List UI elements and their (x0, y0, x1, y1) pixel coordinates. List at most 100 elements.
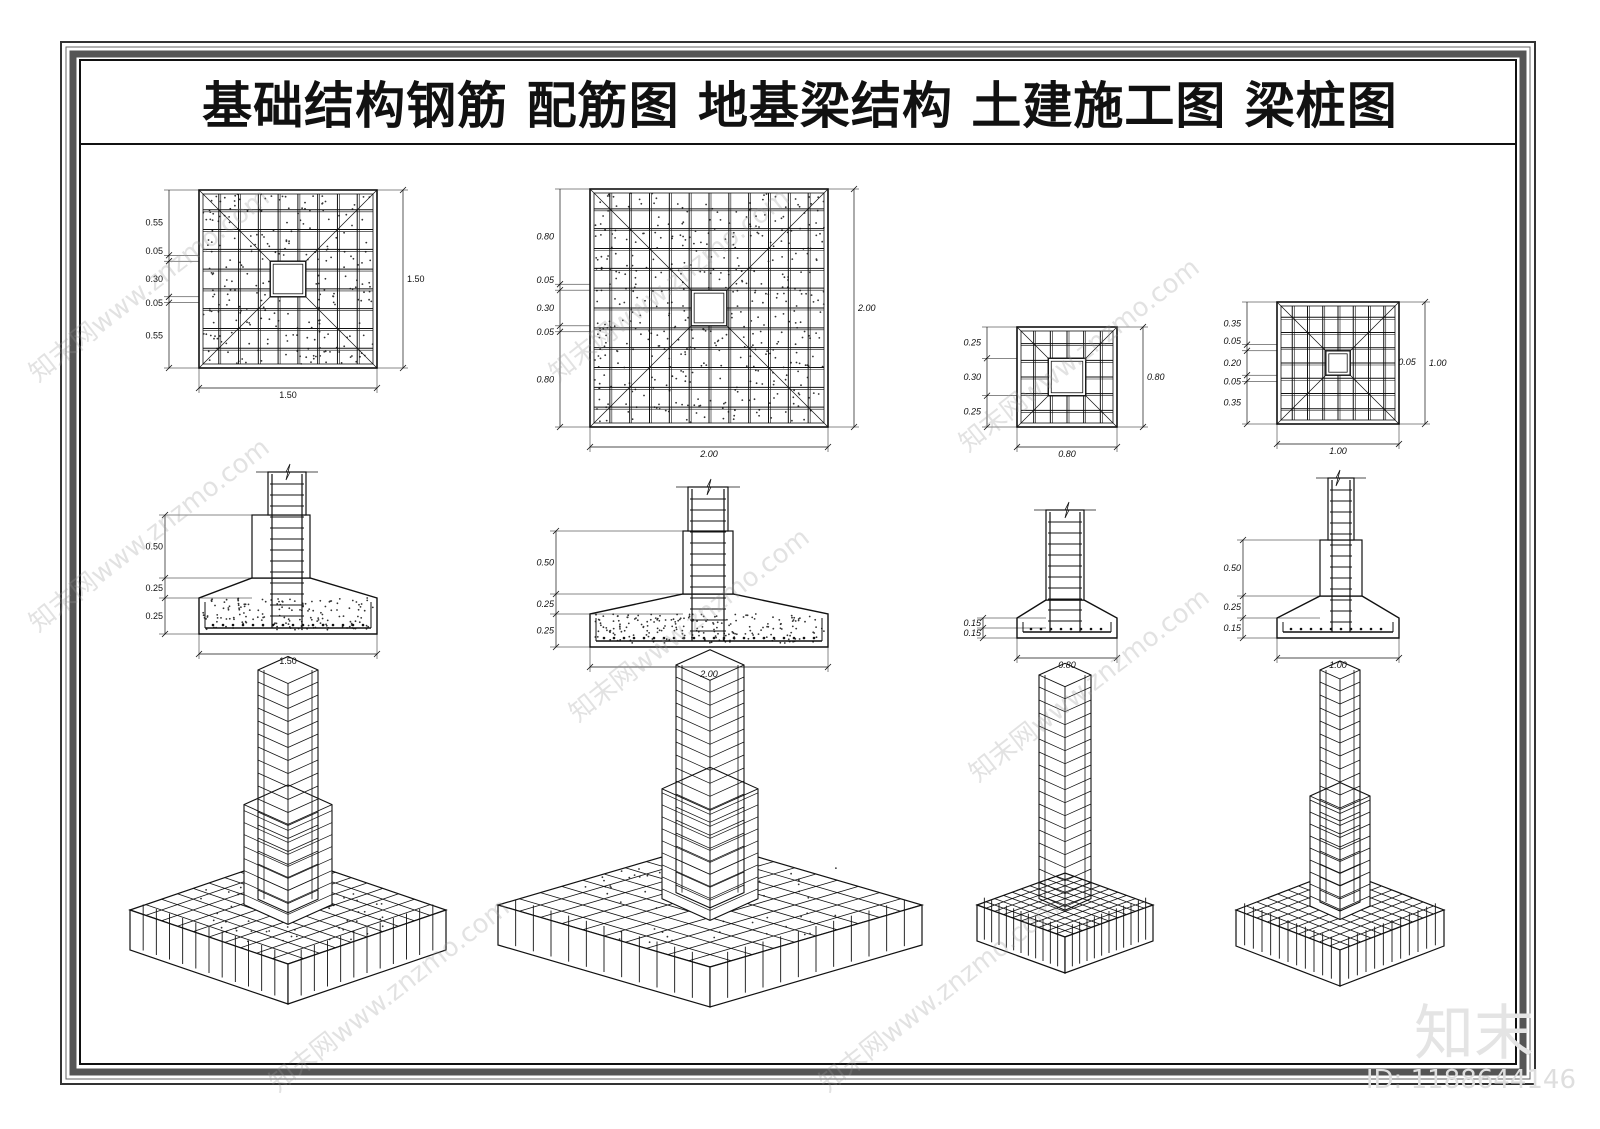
concrete-dot (603, 374, 606, 376)
concrete-dot (772, 245, 775, 248)
concrete-dot (225, 342, 228, 345)
concrete-dot (262, 282, 265, 285)
concrete-dot (677, 619, 680, 622)
concrete-dot (699, 270, 702, 273)
concrete-dot (646, 620, 649, 623)
dim-tick (556, 423, 564, 431)
concrete-dot (660, 271, 663, 274)
concrete-dot (321, 202, 324, 205)
concrete-dot (751, 921, 754, 924)
concrete-dot (599, 622, 602, 625)
concrete-dot (654, 378, 656, 381)
concrete-dot (724, 634, 727, 637)
column-section (1047, 357, 1087, 397)
concrete-dot (773, 380, 775, 382)
concrete-dot (686, 348, 688, 350)
concrete-dot (626, 616, 629, 619)
concrete-dot (656, 618, 659, 621)
concrete-dot (614, 298, 616, 300)
concrete-dot (342, 615, 345, 617)
concrete-dot (704, 330, 707, 332)
concrete-dot (309, 616, 312, 619)
rebar-dot (602, 636, 606, 640)
column-stirrup (1038, 855, 1066, 869)
concrete-dot (236, 362, 238, 365)
pedestal-stirrup (709, 840, 759, 863)
column-stirrup (1339, 746, 1361, 757)
plan-concrete-hatch (594, 192, 825, 424)
pedestal-stirrup (661, 792, 711, 815)
concrete-dot (782, 313, 785, 315)
concrete-dot (264, 197, 267, 200)
concrete-dot (787, 638, 790, 641)
concrete-dot (287, 623, 290, 625)
column-stirrup (257, 876, 289, 891)
concrete-dot (766, 625, 768, 628)
concrete-dot (229, 259, 232, 261)
concrete-dot (791, 258, 794, 260)
concrete-dot (247, 920, 250, 922)
pedestal-stirrup (1309, 835, 1341, 850)
dim-label: 0.25 (963, 406, 982, 416)
concrete-dot (692, 337, 694, 340)
concrete-dot (723, 257, 725, 259)
concrete-dot (683, 310, 686, 312)
concrete-dot (631, 254, 634, 257)
rebar-dot (251, 623, 255, 627)
concrete-dot (618, 303, 621, 306)
column-stirrup (709, 702, 745, 719)
concrete-dot (604, 228, 606, 231)
rebar-dot (642, 636, 646, 640)
concrete-dot (784, 378, 787, 381)
concrete-dot (742, 616, 745, 618)
concrete-dot (682, 235, 684, 238)
rebar-dot (1349, 627, 1353, 631)
concrete-dot (752, 634, 754, 636)
concrete-dot (683, 617, 685, 620)
concrete-dot (812, 392, 815, 394)
concrete-dot (283, 616, 286, 619)
concrete-dot (736, 390, 739, 393)
concrete-dot (263, 236, 265, 238)
concrete-dot (247, 603, 250, 606)
concrete-dot (288, 607, 291, 610)
outer-frame-inner (65, 46, 1531, 1080)
dim-tick (165, 364, 173, 372)
dim-label: 0.25 (145, 611, 163, 621)
column-stirrup (675, 702, 711, 719)
concrete-dot (249, 235, 252, 237)
concrete-dot (594, 235, 597, 238)
concrete-dot (779, 627, 782, 630)
concrete-dot (609, 885, 612, 887)
concrete-dot (714, 635, 717, 637)
concrete-dot (751, 632, 754, 635)
sheet-title: 基础结构钢筋 配筋图 地基梁结构 土建施工图 梁桩图 (202, 77, 1398, 135)
concrete-dot (762, 626, 764, 629)
concrete-dot (780, 217, 783, 220)
concrete-dot (696, 620, 698, 622)
concrete-dot (234, 204, 236, 207)
pedestal-stirrup (1339, 871, 1371, 886)
concrete-dot (681, 632, 684, 635)
concrete-dot (225, 618, 228, 620)
concrete-dot (776, 342, 778, 345)
concrete-dot (671, 625, 674, 628)
concrete-dot (332, 295, 335, 298)
concrete-dot (319, 622, 322, 624)
concrete-dot (284, 195, 287, 198)
concrete-dot (681, 222, 684, 225)
concrete-dot (202, 211, 205, 214)
dim-tick (552, 643, 560, 651)
concrete-dot (597, 333, 599, 336)
concrete-dot (681, 244, 684, 247)
rebar-dot (732, 636, 736, 640)
concrete-dot (705, 620, 707, 623)
concrete-dot (774, 195, 777, 198)
column-stirrup (1064, 829, 1092, 843)
dim-tick (586, 443, 594, 451)
concrete-dot (797, 370, 799, 373)
dim-tick (552, 527, 560, 535)
column-stirrup (257, 720, 289, 735)
concrete-dot (664, 619, 667, 621)
concrete-dot (784, 411, 787, 413)
